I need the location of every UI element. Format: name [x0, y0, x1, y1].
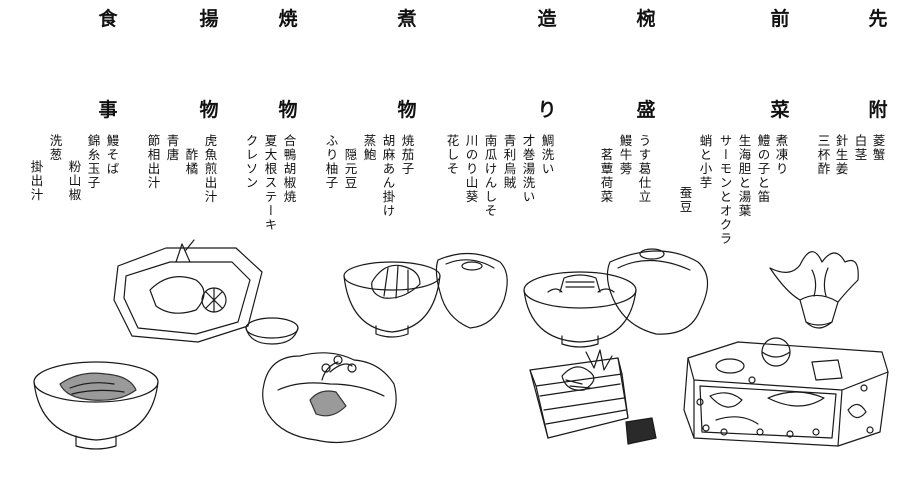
- menu-item: 蛸と小芋: [697, 134, 713, 190]
- menu-item: うす葛仕立: [636, 134, 652, 204]
- tempura-basket-illustration: [113, 239, 299, 345]
- menu-item: 生海胆と湯葉: [736, 134, 752, 218]
- menu-item: 鱧の子と笛: [755, 134, 771, 204]
- menu-item: 胡麻あん掛け: [380, 134, 396, 218]
- fan-plate-illustration: [262, 352, 397, 444]
- menu-item: 南瓜けんしそ: [482, 134, 498, 218]
- menu-item: 針生姜: [833, 134, 849, 176]
- menu-item: クレソン: [243, 134, 259, 190]
- category-tsukuri: 造り: [537, 8, 557, 121]
- category-sakizuke: 先附: [868, 8, 888, 121]
- nimono-bowl-illustration: [343, 252, 508, 338]
- menu-item: 合鴨胡椒焼: [281, 134, 297, 204]
- menu-item: 三杯酢: [815, 134, 831, 176]
- menu-item: 隠元豆: [342, 148, 358, 190]
- menu-item: 洗葱: [47, 134, 63, 162]
- menu-item: 青利烏賊: [501, 134, 517, 190]
- menu-item: 川のり山葵: [463, 134, 479, 204]
- menu-item: 菱蟹: [870, 134, 886, 162]
- menu-item: 煮凍り: [773, 134, 789, 176]
- category-yakimono: 焼物: [278, 8, 298, 121]
- menu-item: 錦糸玉子: [85, 134, 101, 190]
- menu-item: 才巻湯洗い: [520, 134, 536, 204]
- soba-bowl-illustration: [33, 361, 159, 450]
- category-zensai: 前菜: [770, 8, 790, 121]
- menu-item: 鰻そば: [104, 134, 120, 176]
- menu-item: 花しそ: [444, 134, 460, 176]
- lidded-bowl-illustration: [523, 248, 709, 348]
- menu-item: 鯛洗い: [539, 134, 555, 176]
- menu-item: 白茎: [852, 134, 868, 162]
- menu-item: 掛出汁: [28, 160, 44, 202]
- lily-cup-illustration: [769, 251, 859, 329]
- menu-item: 節相出汁: [145, 134, 161, 190]
- menu-item: 青唐: [164, 134, 180, 162]
- menu-item: 粉山椒: [66, 160, 82, 202]
- menu-item: 蚕豆: [677, 186, 693, 214]
- category-agemono: 揚物: [199, 8, 219, 121]
- menu-item: 茗蕈荷菜: [598, 148, 614, 204]
- sashimi-board-illustration: [529, 349, 657, 445]
- menu-item: ふり柚子: [323, 134, 339, 190]
- category-nimono: 煮物: [397, 8, 417, 121]
- hassun-box-illustration: [683, 337, 889, 447]
- menu-item: 蒸鮑: [361, 134, 377, 162]
- category-wanmori: 椀盛: [636, 8, 656, 121]
- menu-item: サーモンとオクラ: [717, 134, 733, 246]
- menu-item: 鰻牛蒡: [617, 134, 633, 176]
- menu-item: 焼茄子: [399, 134, 415, 176]
- menu-item: 夏大根ステーキ: [262, 134, 278, 232]
- menu-item: 虎魚煎出汁: [202, 134, 218, 204]
- menu-item: 酢橘: [183, 148, 199, 176]
- category-shokuji: 食事: [98, 8, 118, 121]
